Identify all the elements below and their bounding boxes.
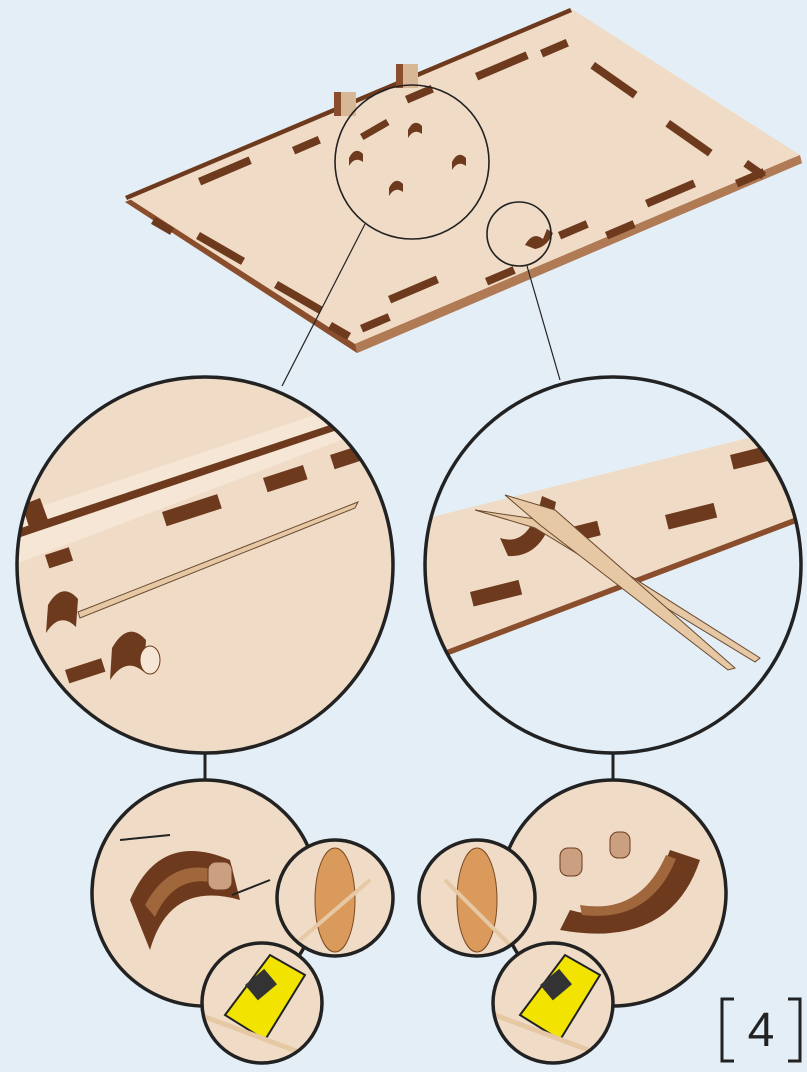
step-number-text: 4 — [718, 1003, 804, 1058]
knife-circle-right — [493, 943, 615, 1063]
base-board — [125, 8, 802, 353]
zoom-circle-right — [420, 377, 807, 753]
knife-circle-left — [200, 943, 322, 1063]
wheel-circle-right — [419, 840, 535, 956]
wheel-circle-left — [277, 840, 393, 956]
step-number: 4 — [718, 997, 804, 1065]
zoom-circle-left — [0, 377, 420, 753]
